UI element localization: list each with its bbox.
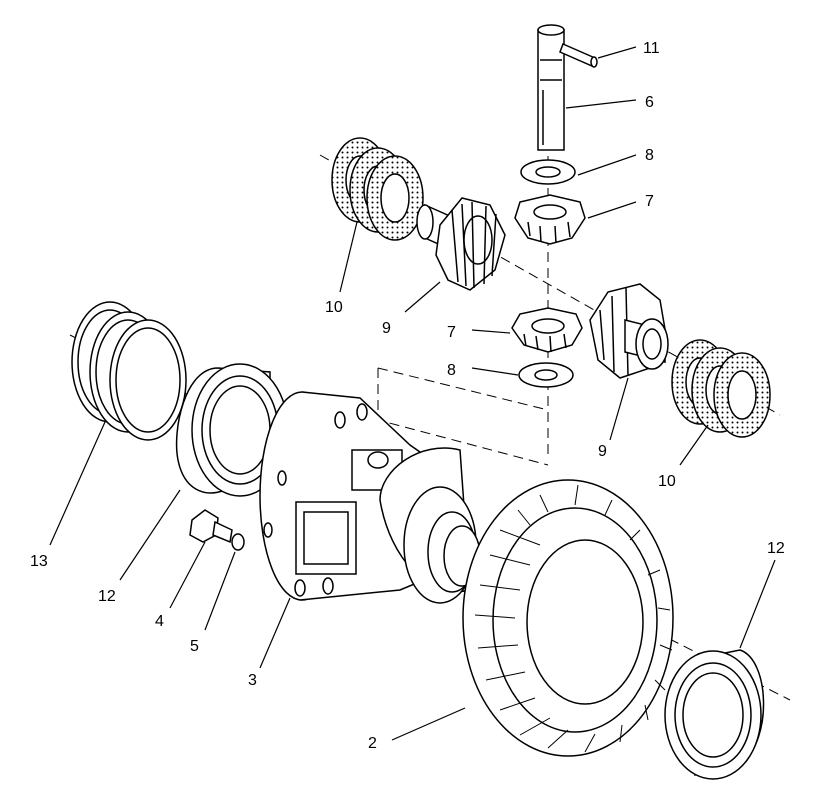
clutch-discs-10-right (671, 339, 771, 438)
clutch-discs-10-left (331, 137, 424, 241)
callout-7-lower: 7 (447, 324, 456, 341)
lock-washer-5 (231, 533, 245, 551)
differential-case-3 (259, 391, 481, 604)
pinion-gear-7-upper (514, 194, 586, 245)
callout-8-upper: 8 (645, 147, 654, 164)
callout-12-left: 12 (98, 588, 116, 605)
callout-labels: 11 6 8 7 10 9 7 8 9 10 13 12 4 5 3 2 12 (30, 40, 785, 752)
washer-8-lower (518, 362, 574, 388)
callout-9-right: 9 (598, 443, 607, 460)
callout-9-left: 9 (382, 320, 391, 337)
pin-11 (559, 42, 598, 68)
shim-rings-13 (71, 301, 187, 441)
callout-3: 3 (248, 672, 257, 689)
callout-10-right: 10 (658, 473, 676, 490)
bearing-12-right (664, 649, 765, 780)
callout-12-right: 12 (767, 540, 785, 557)
callout-6: 6 (645, 94, 654, 111)
leader-lines (49, 46, 776, 741)
callout-2: 2 (368, 735, 377, 752)
callout-11: 11 (643, 40, 660, 57)
shaft-6 (537, 24, 565, 151)
ring-gear-2 (462, 479, 674, 757)
side-gear-9-left (416, 197, 506, 291)
callout-10-left: 10 (325, 299, 343, 316)
callout-5: 5 (190, 638, 199, 655)
bearing-12-left (175, 363, 289, 497)
callout-8-lower: 8 (447, 362, 456, 379)
callout-4: 4 (155, 613, 164, 630)
callout-13: 13 (30, 553, 48, 570)
pinion-gear-7-lower (511, 307, 583, 353)
callout-7-upper: 7 (645, 193, 654, 210)
washer-8-upper (520, 159, 576, 185)
side-gear-9-right (589, 283, 669, 379)
bolt-4 (189, 509, 233, 544)
